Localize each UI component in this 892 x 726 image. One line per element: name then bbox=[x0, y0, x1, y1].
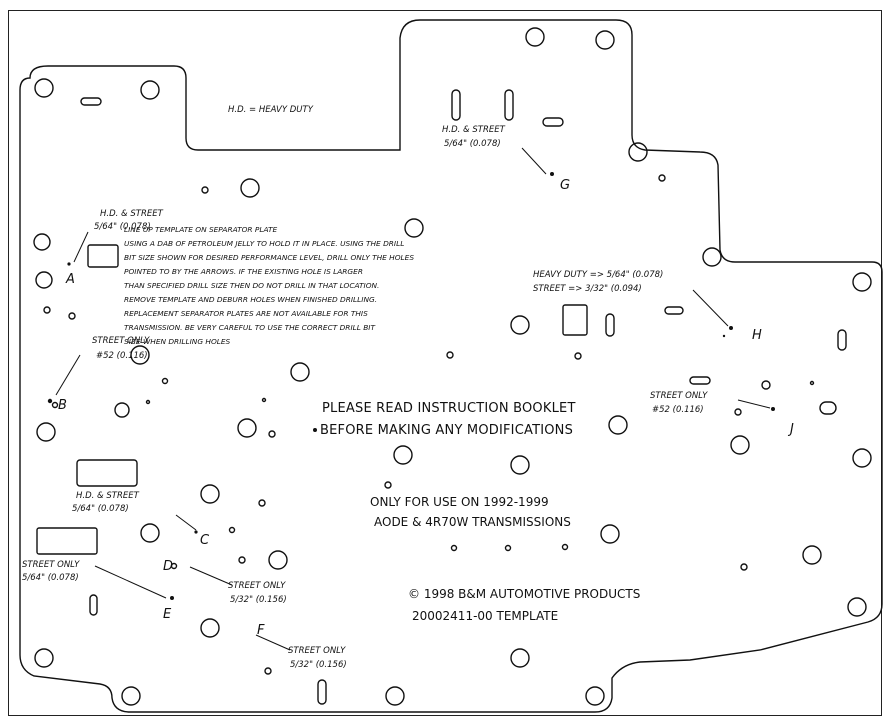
callout-e-line2: 5/64" (0.078) bbox=[22, 573, 79, 583]
callout-d-line2: 5/32" (0.156) bbox=[230, 595, 287, 605]
slots bbox=[36, 89, 847, 705]
callout-e: STREET ONLY 5/64" (0.078) E bbox=[22, 560, 172, 622]
callout-g-line1: H.D. & STREET bbox=[442, 125, 506, 135]
callout-g-letter: G bbox=[560, 178, 570, 193]
copyright-line: © 1998 B&M AUTOMOTIVE PRODUCTS bbox=[408, 587, 640, 601]
callout-g: H.D. & STREET 5/64" (0.078) G bbox=[442, 125, 570, 193]
leader-lines bbox=[55, 147, 771, 651]
large-holes bbox=[33, 27, 872, 706]
callout-h-line2: STREET => 3/32" (0.094) bbox=[533, 284, 642, 294]
warning-line-2: BEFORE MAKING ANY MODIFICATIONS bbox=[320, 423, 573, 438]
callout-h-line1: HEAVY DUTY => 5/64" (0.078) bbox=[533, 270, 663, 280]
callout-c: H.D. & STREET 5/64" (0.078) C bbox=[72, 491, 210, 548]
instruction-line: TRANSMISSION. BE VERY CAREFUL TO USE THE… bbox=[124, 323, 375, 332]
usage-line-1: ONLY FOR USE ON 1992-1999 bbox=[370, 495, 549, 509]
instruction-line: POINTED TO BY THE ARROWS. IF THE EXISTIN… bbox=[124, 267, 363, 276]
instruction-line: SIZE WHEN DRILLING HOLES bbox=[124, 337, 231, 346]
callout-b-line1: STREET ONLY bbox=[92, 336, 150, 346]
callout-d: D STREET ONLY 5/32" (0.156) bbox=[163, 559, 287, 605]
instruction-line: BIT SIZE SHOWN FOR DESIRED PERFORMANCE L… bbox=[124, 253, 414, 262]
callout-g-line2: 5/64" (0.078) bbox=[444, 139, 501, 149]
callout-a-letter: A bbox=[65, 272, 75, 287]
callout-h-letter: H bbox=[752, 328, 762, 343]
callout-c-letter: C bbox=[200, 533, 210, 548]
callout-a-line1: H.D. & STREET bbox=[100, 209, 164, 219]
callout-j-letter: J bbox=[787, 422, 794, 437]
callout-b-line2: #52 (0.116) bbox=[96, 351, 148, 361]
small-holes bbox=[43, 174, 815, 675]
callout-e-line1: STREET ONLY bbox=[22, 560, 80, 570]
callout-j: STREET ONLY #52 (0.116) J bbox=[650, 391, 794, 437]
instruction-line: USING A DAB OF PETROLEUM JELLY TO HOLD I… bbox=[124, 239, 404, 248]
instruction-line: REPLACEMENT SEPARATOR PLATES ARE NOT AVA… bbox=[124, 309, 368, 318]
callout-d-line1: STREET ONLY bbox=[228, 581, 286, 591]
plate-outline bbox=[19, 19, 883, 713]
warning-line-1: PLEASE READ INSTRUCTION BOOKLET bbox=[322, 401, 576, 416]
callout-f: F STREET ONLY 5/32" (0.156) bbox=[257, 623, 347, 670]
instruction-line: LINE UP TEMPLATE ON SEPARATOR PLATE bbox=[124, 225, 278, 234]
callout-b-letter: B bbox=[58, 398, 67, 413]
drill-points bbox=[47, 172, 775, 600]
callout-j-line1: STREET ONLY bbox=[650, 391, 708, 401]
hd-legend: H.D. = HEAVY DUTY bbox=[228, 105, 314, 115]
callout-f-line2: 5/32" (0.156) bbox=[290, 660, 347, 670]
callout-c-line2: 5/64" (0.078) bbox=[72, 504, 129, 514]
callout-a: H.D. & STREET 5/64" (0.078) A bbox=[65, 209, 164, 287]
callout-a-line2: 5/64" (0.078) bbox=[94, 222, 151, 232]
template-number: 20002411-00 TEMPLATE bbox=[412, 609, 558, 623]
callout-j-line2: #52 (0.116) bbox=[652, 405, 704, 415]
callout-f-letter: F bbox=[257, 623, 265, 638]
callout-c-line1: H.D. & STREET bbox=[76, 491, 140, 501]
usage-line-2: AODE & 4R70W TRANSMISSIONS bbox=[374, 515, 571, 529]
callout-e-letter: E bbox=[163, 607, 172, 622]
callout-f-line1: STREET ONLY bbox=[288, 646, 346, 656]
callout-d-letter: D bbox=[163, 559, 173, 574]
instruction-line: THAN SPECIFIED DRILL SIZE THEN DO NOT DR… bbox=[124, 281, 379, 290]
instructions-block: LINE UP TEMPLATE ON SEPARATOR PLATE USIN… bbox=[124, 225, 414, 346]
instruction-line: REMOVE TEMPLATE AND DEBURR HOLES WHEN FI… bbox=[124, 295, 377, 304]
callout-b: STREET ONLY #52 (0.116) B bbox=[58, 336, 150, 413]
callout-h: HEAVY DUTY => 5/64" (0.078) STREET => 3/… bbox=[533, 270, 762, 343]
